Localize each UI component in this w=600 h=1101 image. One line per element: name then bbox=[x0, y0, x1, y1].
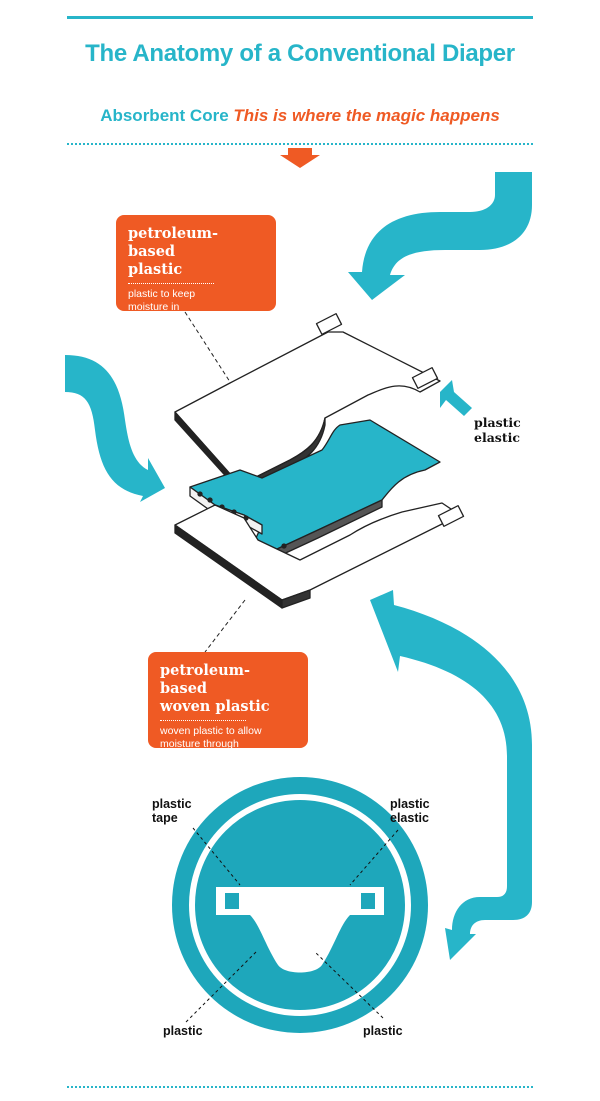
down-arrow-icon bbox=[280, 148, 320, 168]
small-arrow-icon bbox=[440, 380, 472, 416]
top-rule bbox=[67, 16, 533, 19]
callout-top-title: petroleum-based plastic bbox=[128, 225, 219, 278]
callout-bottom: petroleum-based woven plastic woven plas… bbox=[148, 652, 308, 750]
circle-leader-lines bbox=[185, 827, 399, 1023]
label-circle-elastic: plastic elastic bbox=[390, 797, 430, 825]
diaper-circle-icon bbox=[172, 777, 428, 1033]
dotted-divider-bottom bbox=[67, 1086, 533, 1088]
callout-top-divider bbox=[128, 283, 214, 284]
leader-line-top bbox=[184, 311, 233, 386]
label-side-elastic: plastic elastic bbox=[474, 415, 521, 445]
diaper-layer-top bbox=[174, 313, 441, 493]
big-arrow-right bbox=[370, 590, 532, 960]
dotted-divider-top bbox=[67, 143, 533, 145]
callout-bottom-description: woven plastic to allow moisture through bbox=[160, 725, 262, 750]
page-title: The Anatomy of a Conventional Diaper bbox=[85, 40, 515, 67]
subtitle: Absorbent Core This is where the magic h… bbox=[0, 106, 600, 126]
subtitle-main: Absorbent Core bbox=[100, 106, 229, 125]
label-plastic-left: plastic bbox=[163, 1024, 203, 1038]
diaper-layer-bottom bbox=[174, 502, 465, 609]
callout-top: petroleum-based plastic plastic to keep … bbox=[116, 215, 276, 313]
leader-line-bottom bbox=[204, 599, 246, 653]
callout-top-description: plastic to keep moisture in bbox=[128, 288, 196, 313]
swoosh-arrow-top-right bbox=[348, 172, 532, 300]
label-plastic-right: plastic bbox=[363, 1024, 403, 1038]
callout-bottom-title: petroleum-based woven plastic bbox=[160, 662, 270, 715]
swoosh-arrow-left bbox=[65, 355, 165, 502]
callout-bottom-divider bbox=[160, 720, 246, 721]
label-plastic-tape: plastic tape bbox=[152, 797, 192, 825]
subtitle-accent: This is where the magic happens bbox=[233, 106, 500, 125]
diaper-icon bbox=[216, 887, 384, 973]
